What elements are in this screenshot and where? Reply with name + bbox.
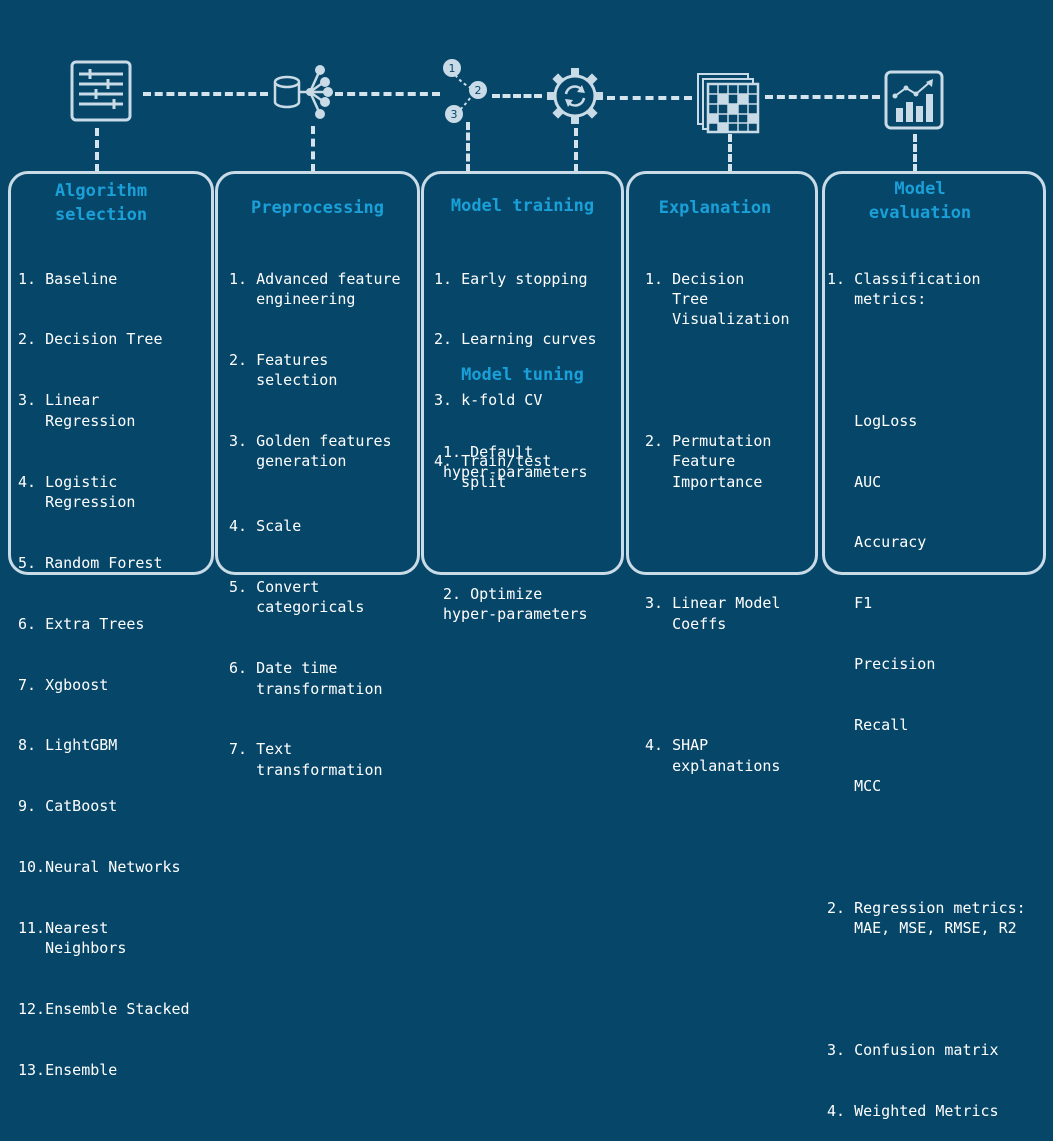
panel-explanation: [626, 171, 818, 575]
vconn-1: [95, 128, 99, 172]
list-item: 1. Classification metrics:: [827, 269, 981, 308]
list-item: 1. Default hyper-parameters: [443, 442, 588, 481]
list-spacer: [443, 523, 588, 543]
path-number-2: 2: [475, 84, 482, 97]
list-item: 2. Regression metrics: MAE, MSE, RMSE, R…: [827, 898, 1026, 938]
list-item: 13.Ensemble: [18, 1061, 118, 1080]
panel-preprocessing: [215, 171, 420, 575]
list-item: AUC: [827, 472, 882, 491]
list-spacer: [645, 370, 790, 390]
panel-algorithm-selection: [8, 171, 214, 575]
panel-title-explanation: Explanation: [658, 198, 772, 218]
data-grid-icon: [697, 73, 760, 134]
section-title-model-tuning: Model tuning: [461, 365, 584, 385]
list-spacer: [827, 979, 1026, 999]
list-item: 11.Nearest Neighbors: [18, 919, 127, 958]
refresh-gear-icon: [547, 68, 603, 124]
connector-3: [492, 94, 542, 98]
list-item: MCC: [827, 777, 882, 796]
list-spacer: [645, 532, 790, 552]
database-network-icon: [273, 65, 333, 119]
connector-1: [143, 92, 268, 96]
list-spacer: [827, 350, 1026, 370]
vconn-4: [574, 128, 578, 172]
list-item: 9. CatBoost: [18, 797, 118, 816]
list-item: LogLoss: [827, 411, 918, 430]
list-item: 4. Train/test split: [434, 452, 552, 491]
settings-sliders-icon: [70, 60, 132, 122]
list-item: 4. Scale: [229, 517, 302, 536]
algorithm-list: 1. Baseline 2. Decision Tree 3. Linear R…: [18, 228, 190, 1101]
list-item: 1. Decision Tree Visualization: [645, 269, 790, 329]
panel-model-training: [421, 171, 624, 575]
list-item: 4. Weighted Metrics: [827, 1101, 999, 1120]
numbered-path-icon: 1 2 3: [443, 59, 487, 123]
list-item: Accuracy: [827, 533, 927, 552]
list-item: 3. Confusion matrix: [827, 1040, 999, 1059]
bar-chart-growth-icon: [884, 70, 944, 130]
panel-model-evaluation: [822, 171, 1046, 575]
list-item: 1. Advanced feature engineering: [229, 269, 401, 308]
list-item: 3. Golden features generation: [229, 431, 392, 471]
list-item: 3. k-fold CV: [434, 391, 543, 410]
connector-2: [335, 92, 440, 96]
vconn-5: [728, 134, 732, 172]
connector-4: [607, 96, 692, 100]
panel-title-model-evaluation: Model evaluation: [868, 179, 972, 223]
list-item: 3. Linear Regression: [18, 391, 136, 430]
list-item: 6. Date time transformation: [229, 659, 383, 698]
list-item: 2. Features selection: [229, 350, 338, 390]
list-item: 10.Neural Networks: [18, 858, 181, 877]
evaluation-list: 1. Classification metrics: LogLoss AUC A…: [827, 228, 1026, 1141]
list-item: 5. Random Forest: [18, 553, 163, 572]
list-item: 5. Convert categoricals: [229, 578, 365, 617]
list-item: 8. LightGBM: [18, 736, 118, 755]
list-item: 2. Optimize hyper-parameters: [443, 584, 588, 623]
list-item: 4. SHAP explanations: [645, 736, 781, 775]
list-item: 7. Text transformation: [229, 740, 383, 779]
list-item: 3. Linear Model Coeffs: [645, 594, 781, 633]
panel-title-algorithm-selection: Algorithm selection: [54, 181, 148, 225]
list-item: 2. Decision Tree: [18, 330, 163, 349]
list-spacer: [645, 675, 790, 695]
training-list: 1. Early stopping 2. Learning curves 3. …: [434, 228, 597, 512]
list-item: 2. Permutation Feature Importance: [645, 431, 772, 491]
vconn-3: [466, 122, 470, 172]
path-number-1: 1: [449, 62, 456, 75]
list-item: 7. Xgboost: [18, 675, 109, 694]
explanation-list: 1. Decision Tree Visualization 2. Permut…: [645, 228, 790, 796]
list-spacer: [827, 837, 1026, 857]
preprocessing-list: 1. Advanced feature engineering 2. Featu…: [229, 228, 401, 800]
list-item: 2. Learning curves: [434, 330, 597, 349]
panel-title-preprocessing: Preprocessing: [250, 198, 385, 218]
path-number-3: 3: [451, 108, 458, 121]
list-item: 1. Early stopping: [434, 269, 588, 288]
list-item: 4. Logistic Regression: [18, 472, 136, 511]
list-item: F1: [827, 594, 873, 613]
list-item: 12.Ensemble Stacked: [18, 1000, 190, 1019]
vconn-6: [913, 134, 917, 172]
tuning-list: 1. Default hyper-parameters 2. Optimize …: [443, 401, 588, 645]
panel-title-model-training: Model training: [450, 196, 595, 216]
list-item: 1. Baseline: [18, 269, 118, 288]
connector-5: [765, 95, 880, 99]
list-item: 6. Extra Trees: [18, 614, 145, 633]
list-item: Precision: [827, 655, 936, 674]
vconn-2: [311, 126, 315, 172]
list-item: Recall: [827, 716, 909, 735]
